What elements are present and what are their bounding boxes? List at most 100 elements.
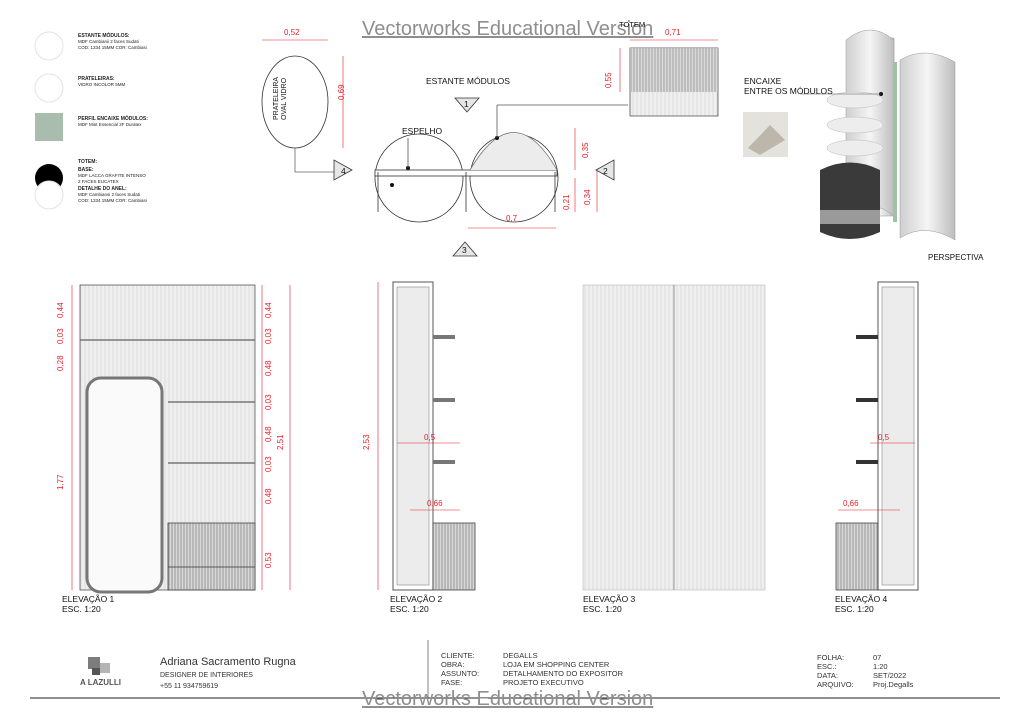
mirror-label: ESPELHO [402, 126, 443, 136]
legend-title: BASE: [78, 167, 94, 173]
dim-label: 0,34 [583, 189, 592, 205]
field-value: PROJETO EXECUTIVO [503, 678, 584, 687]
legend-line: MDF Cambiansi 2 faces Sudati [78, 192, 141, 197]
dim-label: 0,66 [843, 499, 859, 508]
project-fields-keys: CLIENTE: OBRA: ASSUNTO: FASE: [441, 651, 479, 687]
dim-label: 0,55 [604, 72, 613, 88]
field-value: 1:20 [873, 662, 888, 671]
legend-item: PERFIL ENCAIXE MÓDULOS: MDF Mint Essenci… [78, 116, 148, 128]
elevation-scale: ESC. 1:20 [583, 603, 622, 614]
perspective-render [743, 29, 956, 241]
project-fields-values: DEGALLS LOJA EM SHOPPING CENTER DETALHAM… [503, 651, 623, 687]
elevation-scale: ESC. 1:20 [835, 603, 874, 614]
dim-label: 0,71 [665, 28, 681, 37]
dim-label: 0,03 [264, 456, 273, 472]
dim-label: 0,44 [56, 302, 65, 318]
watermark-bottom: Vectorworks Educational Version [362, 688, 654, 710]
field-key: FASE: [441, 678, 463, 687]
dim-label: 0,03 [264, 328, 273, 344]
legend-line: COD: 1334 15MM COR: Cambiasi [78, 197, 147, 203]
field-value: Proj.Degalls [873, 680, 914, 689]
dim-label: 0,52 [284, 28, 300, 37]
elevation-4-drawing [835, 281, 919, 591]
legend-line: MDF Mint Essencial 2F Duratex [78, 122, 142, 127]
legend-title: PERFIL ENCAIXE MÓDULOS: [78, 116, 148, 122]
elevation-scale: ESC. 1:20 [390, 603, 429, 614]
logo-text: A LAZULLI [80, 678, 122, 687]
dim-label: 2,53 [362, 434, 371, 450]
legend-line: MDF Cambianii 2 faces Sudati [78, 39, 139, 44]
field-key: ESC.: [817, 662, 837, 671]
dim-label: 0,5 [424, 433, 436, 442]
totem-elevation-small [619, 39, 719, 117]
field-value: SET/2022 [873, 671, 907, 680]
legend-title: PRATELEIRAS: [78, 76, 115, 82]
legend-title: DETALHE DO ANEL: [78, 186, 127, 192]
elevation-2-drawing [377, 281, 476, 591]
marker-label: 3 [462, 245, 467, 255]
plan-view [261, 39, 628, 257]
dim-label: 0,48 [264, 360, 273, 376]
watermark-top: Vectorworks Educational Version [362, 18, 654, 40]
designer-phone: +55 11 934759619 [160, 683, 219, 690]
field-value: 07 [873, 653, 882, 662]
dim-label: 0,03 [264, 394, 273, 410]
legend-title: TOTEM: [78, 159, 98, 165]
designer-role: DESIGNER DE INTERIORES [160, 672, 253, 679]
legend-item: PRATELEIRAS: VIDRO INCOLOR 5MM [78, 76, 125, 88]
dim-label: 0,66 [427, 499, 443, 508]
dim-label: 0,28 [56, 355, 65, 371]
dim-label: 2,51 [276, 434, 285, 450]
dim-label: 0,21 [562, 194, 571, 210]
dim-label: 1,77 [56, 474, 65, 490]
marker-label: 2 [603, 166, 608, 176]
encaixe-label-2: ENTRE OS MÓDULOS [744, 86, 833, 96]
legend-title: ESTANTE MÓDULOS: [78, 33, 130, 39]
elevation-title: ELEVAÇÃO 3 [583, 594, 636, 604]
legend-line: COD: 1334 15MM COR: Cambiasi [78, 44, 147, 50]
elevation-2-label: ELEVAÇÃO 2 ESC. 1:20 [390, 594, 443, 614]
dim-label: 0,48 [264, 488, 273, 504]
field-key: FOLHA: [817, 653, 845, 662]
designer-name: Adriana Sacramento Rugna [160, 656, 296, 668]
dim-label: 0,5 [878, 433, 890, 442]
dim-label: 0,44 [264, 302, 273, 318]
marker-label: 1 [464, 99, 469, 109]
elevation-scale: ESC. 1:20 [62, 603, 101, 614]
elevation-1-drawing [71, 284, 291, 594]
logo-mark [88, 657, 110, 675]
legend-item: ESTANTE MÓDULOS: MDF Cambianii 2 faces S… [78, 33, 147, 50]
legend-line: MDF LACCA GRAFITE INTENSO [78, 173, 146, 178]
oval-shelf-label: PRATELEIRA OVAL VIDRO [273, 77, 288, 120]
dim-label: 0,03 [56, 328, 65, 344]
elevation-title: ELEVAÇÃO 4 [835, 594, 888, 604]
legend-line: VIDRO INCOLOR 5MM [78, 82, 126, 87]
encaixe-label: ENCAIXE [744, 76, 782, 86]
dim-label: 0,53 [264, 552, 273, 568]
field-key: ASSUNTO: [441, 669, 480, 678]
elevation-3-drawing [582, 284, 766, 591]
sheet-fields-keys: FOLHA: ESC.: DATA: ARQUIVO: [817, 653, 854, 689]
elevation-title: ELEVAÇÃO 2 [390, 594, 443, 604]
dim-label: 0,35 [581, 142, 590, 158]
dim-label: 0,48 [264, 426, 273, 442]
field-key: OBRA: [441, 660, 465, 669]
field-key: CLIENTE: [441, 651, 475, 660]
field-key: ARQUIVO: [817, 680, 854, 689]
modules-label: ESTANTE MÓDULOS [426, 76, 510, 86]
field-value: DEGALLS [503, 651, 538, 660]
elevation-title: ELEVAÇÃO 1 [62, 594, 115, 604]
dim-label: 0,69 [337, 84, 346, 100]
elevation-4-label: ELEVAÇÃO 4 ESC. 1:20 [835, 594, 888, 614]
elevation-1-label: ELEVAÇÃO 1 ESC. 1:20 [62, 594, 115, 614]
field-value: DETALHAMENTO DO EXPOSITOR [503, 669, 624, 678]
perspective-title: PERSPECTIVA [928, 253, 984, 262]
field-value: LOJA EM SHOPPING CENTER [503, 660, 610, 669]
legend-swatches [34, 31, 64, 210]
field-key: DATA: [817, 671, 838, 680]
dim-label: 0,7 [506, 214, 518, 223]
elevation-3-label: ELEVAÇÃO 3 ESC. 1:20 [583, 594, 636, 614]
legend-item: TOTEM: BASE: MDF LACCA GRAFITE INTENSO 2… [78, 159, 147, 203]
legend-line: 2 FACES EUCATEX [78, 178, 119, 184]
